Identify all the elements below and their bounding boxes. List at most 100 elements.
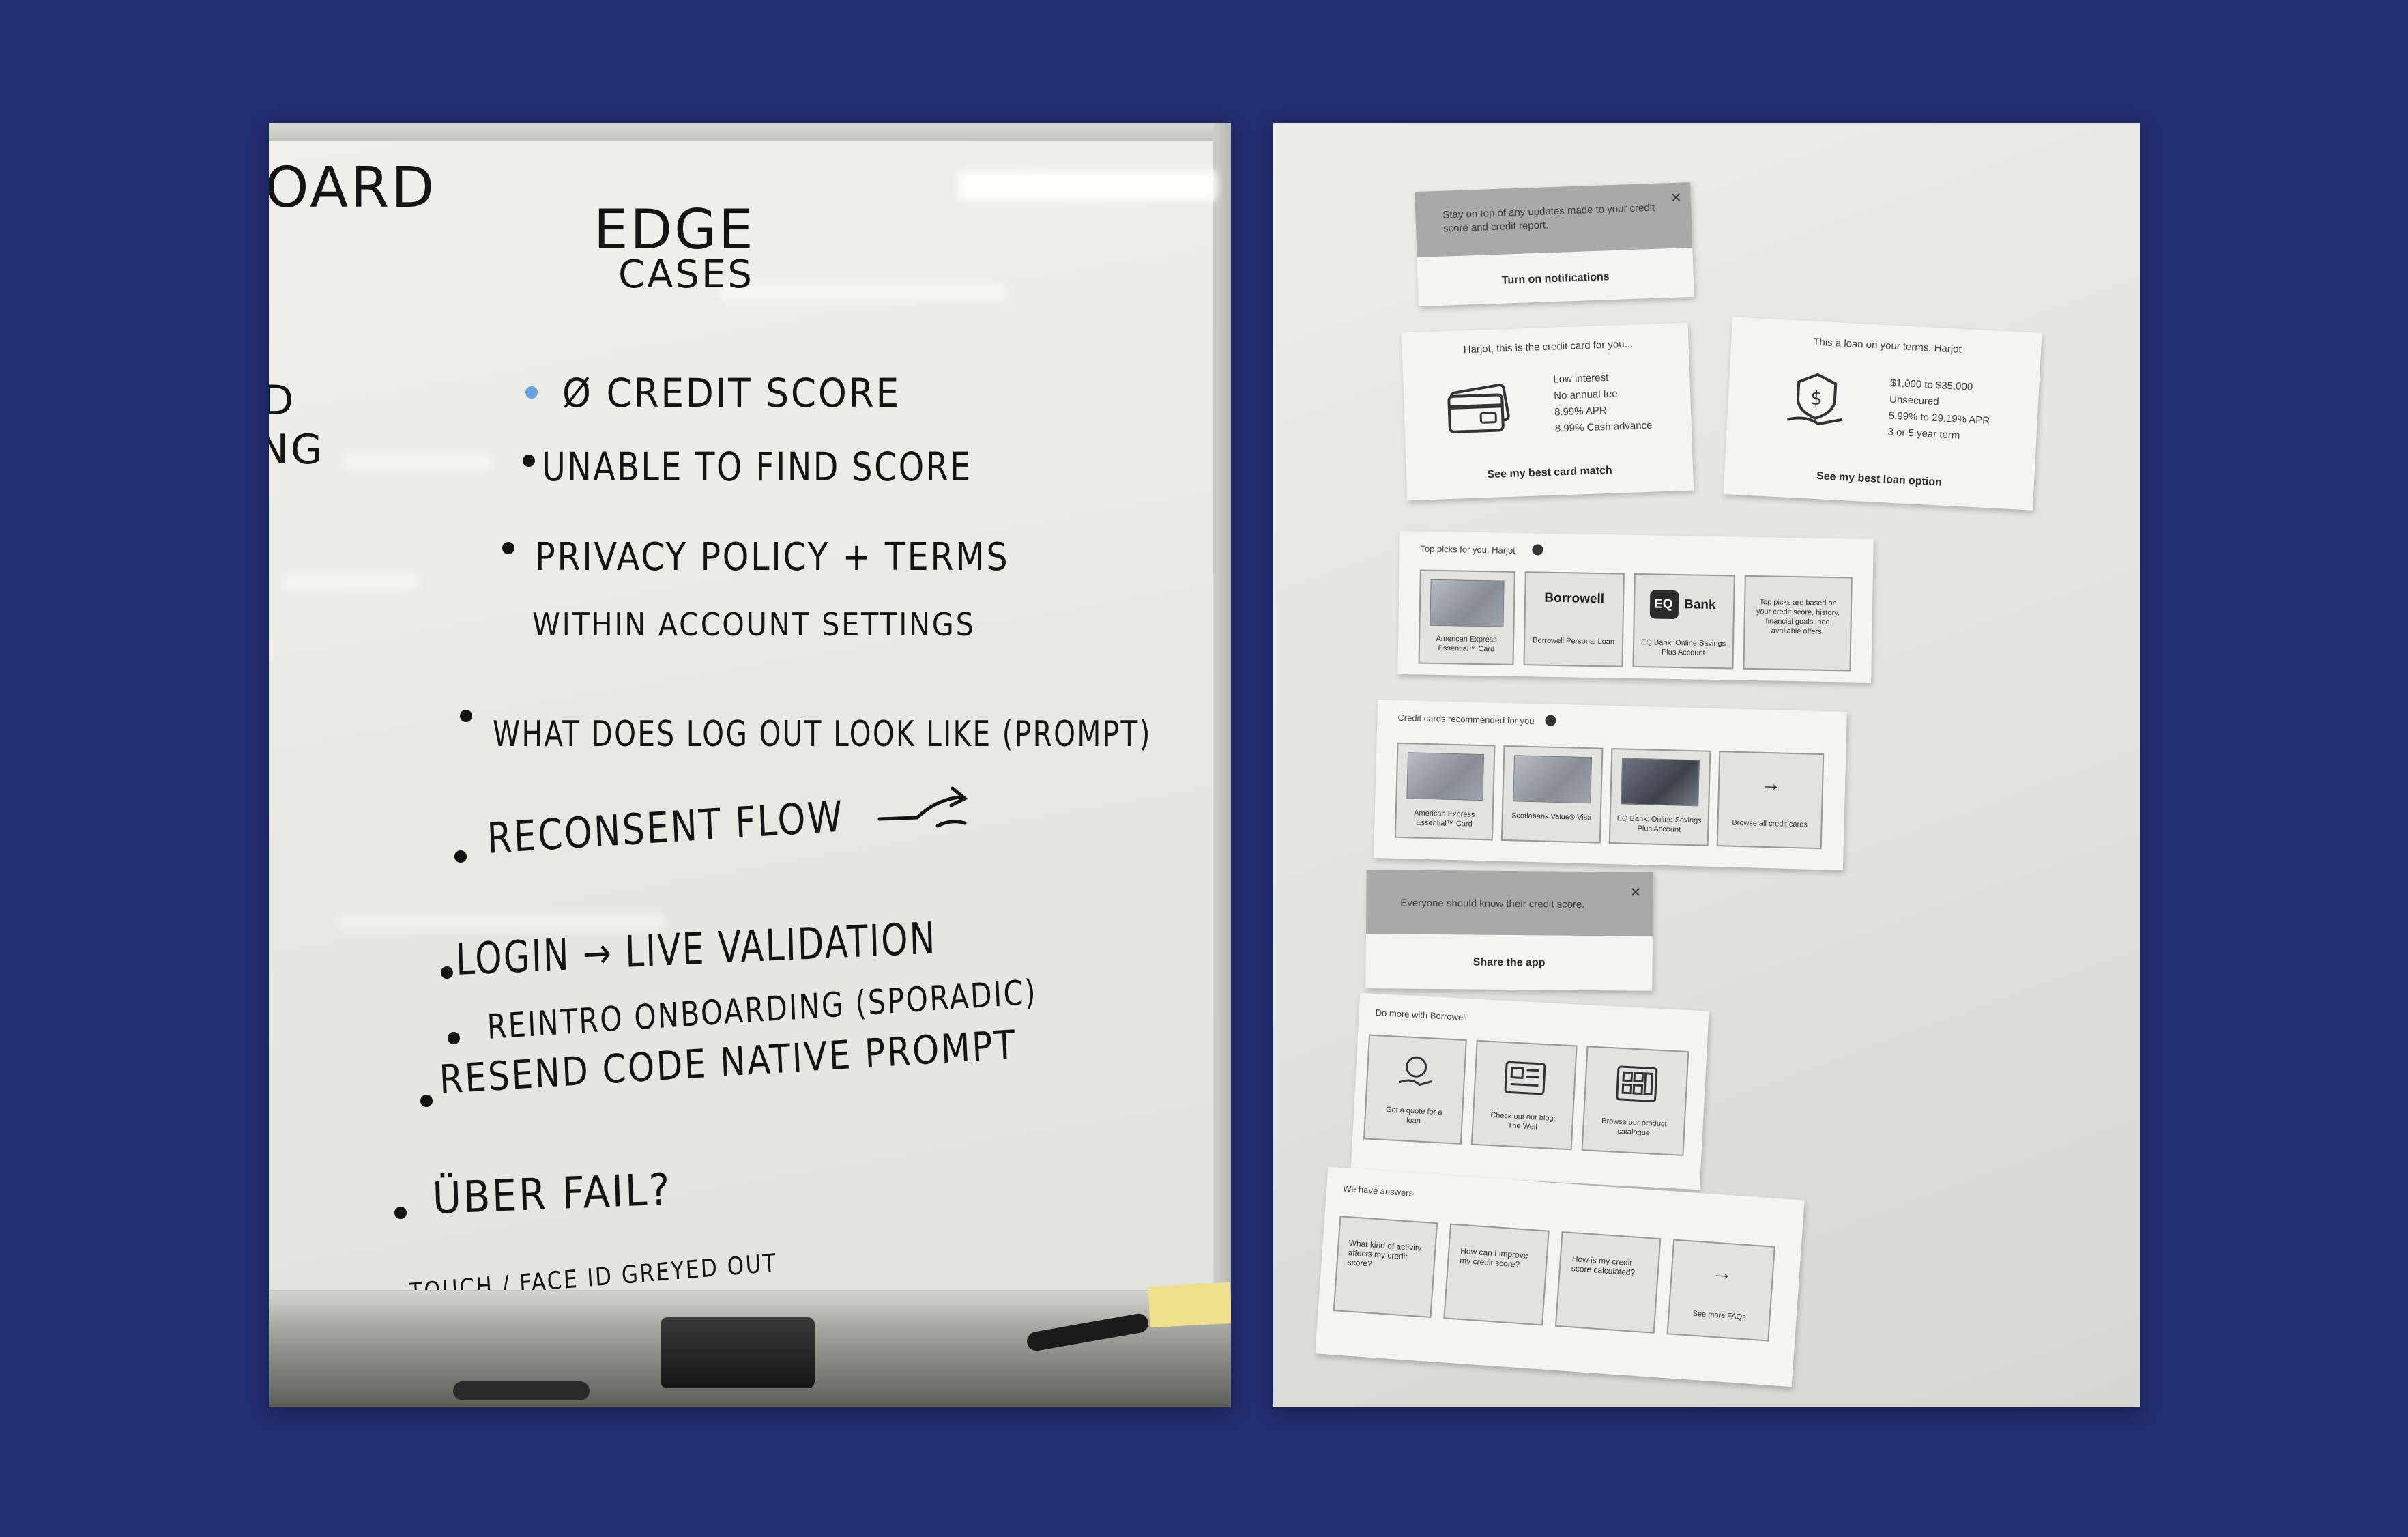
see-best-card-match-button[interactable]: See my best card match [1487, 464, 1612, 481]
catalogue-icon [1616, 1065, 1658, 1102]
whiteboard-frame-right [1213, 123, 1231, 1407]
tile-caption: Get a quote for a loan [1385, 1106, 1442, 1125]
whiteboard-frame-top [269, 123, 1231, 141]
edge-case-item: RECONSENT FLOW [486, 791, 845, 863]
bullet-dot [525, 386, 538, 399]
feature-item: $1,000 to $35,000 [1889, 377, 1973, 393]
tile-caption: Check out our blog: The Well [1490, 1111, 1556, 1132]
arrow-right-icon: → [1760, 772, 1782, 796]
light-glare [282, 573, 419, 590]
top-pick-tile: Top picks are based on your credit score… [1743, 575, 1853, 672]
loan-offer-card: This a loan on your terms, Harjot $ $1,0… [1723, 317, 2042, 511]
tile-caption: Top picks are based on your credit score… [1756, 598, 1840, 636]
tile-caption: Browse our product catalogue [1601, 1117, 1667, 1138]
light-glare [719, 284, 1006, 300]
title-cases: CASES [618, 253, 754, 297]
bullet-dot [441, 966, 453, 979]
faq-tile[interactable]: How is my credit score calculated? [1554, 1231, 1662, 1334]
credit-card-icon [1447, 384, 1510, 433]
bullet-dot [502, 542, 514, 554]
feature-item: 3 or 5 year term [1887, 426, 1960, 442]
whiteboard-eraser [661, 1317, 815, 1388]
tile-caption: EQ Bank: Online Savings Plus Account [1640, 638, 1726, 657]
recommended-card-tile[interactable]: EQ Bank: Online Savings Plus Account [1608, 748, 1711, 846]
eq-logo-text: EQ [1653, 597, 1673, 612]
recommended-card-tile[interactable]: American Express Essential™ Card [1394, 742, 1496, 841]
feature-item: 8.99% APR [1554, 404, 1608, 418]
light-glare [958, 171, 1217, 201]
credit-card-offer-card: Harjot, this is the credit card for you.… [1401, 322, 1694, 501]
recommended-cards-strip: Credit cards recommended for you America… [1374, 700, 1847, 870]
tile-caption: What kind of activity affects my credit … [1347, 1238, 1422, 1269]
tile-caption: American Express Essential™ Card [1414, 809, 1475, 829]
card-image [1430, 579, 1505, 627]
feature-item: Low interest [1553, 371, 1609, 386]
tile-caption: Borrowell Personal Loan [1533, 636, 1615, 646]
bullet-dot [394, 1207, 407, 1219]
faq-heading: We have answers [1342, 1183, 1414, 1198]
feature-item: Unsecured [1889, 393, 1940, 408]
loan-quote-icon [1398, 1056, 1432, 1087]
whiteboard-photo: OARD EDGE CASES D NG Ø CREDIT SCORE UNAB… [269, 123, 1231, 1407]
credit-card-offer-heading: Harjot, this is the credit card for you.… [1463, 338, 1634, 356]
top-pick-tile[interactable]: Borrowell Borrowell Personal Loan [1523, 571, 1625, 667]
card-image [1406, 752, 1485, 801]
recommended-cards-heading: Credit cards recommended for you [1397, 712, 1535, 727]
faq-tile[interactable]: What kind of activity affects my credit … [1333, 1216, 1438, 1318]
do-more-tile[interactable]: Get a quote for a loan [1363, 1034, 1467, 1145]
info-icon[interactable] [1545, 715, 1556, 726]
loan-offer-heading: This a loan on your terms, Harjot [1812, 336, 1962, 356]
close-icon[interactable]: × [1670, 186, 1682, 207]
do-more-tile[interactable]: Check out our blog: The Well [1470, 1039, 1578, 1151]
edge-case-item: ÜBER FAIL? [431, 1164, 673, 1224]
recommended-card-tile[interactable]: Scotiabank Value® Visa [1500, 745, 1604, 844]
faq-tile[interactable]: How can I improve my credit score? [1443, 1223, 1550, 1326]
top-picks-heading: Top picks for you, Harjot [1420, 543, 1515, 556]
tile-caption: Browse all credit cards [1732, 818, 1808, 829]
share-app-card: Everyone should know their credit score.… [1365, 870, 1653, 991]
edge-case-item: PRIVACY POLICY + TERMS [535, 535, 1010, 579]
do-more-strip: Do more with Borrowell Get a quote for a… [1350, 992, 1709, 1190]
tile-caption: See more FAQs [1692, 1309, 1747, 1322]
bullet-dot [523, 455, 535, 467]
share-message: Everyone should know their credit score. [1400, 897, 1585, 910]
card-image [1621, 758, 1700, 807]
edge-case-item: WITHIN ACCOUNT SETTINGS [532, 606, 976, 643]
top-pick-tile[interactable]: EQ Bank EQ Bank: Online Savings Plus Acc… [1632, 573, 1735, 670]
top-pick-tile[interactable]: American Express Essential™ Card [1418, 569, 1515, 665]
tile-caption: American Express Essential™ Card [1436, 634, 1497, 654]
left-fragment-ng: NG [269, 426, 325, 474]
light-glare [344, 455, 494, 468]
marker-pen [453, 1381, 590, 1400]
money-hand-icon: $ [1786, 373, 1842, 426]
share-app-button[interactable]: Share the app [1473, 956, 1546, 969]
bullet-dot [448, 1032, 460, 1044]
squiggle-arrow-icon [877, 786, 968, 828]
close-icon[interactable]: × [1630, 881, 1641, 902]
do-more-heading: Do more with Borrowell [1375, 1007, 1468, 1023]
tile-caption: EQ Bank: Online Savings Plus Account [1616, 814, 1702, 834]
tile-caption: How is my credit score calculated? [1571, 1254, 1636, 1278]
see-best-loan-option-button[interactable]: See my best loan option [1816, 470, 1943, 489]
info-icon[interactable] [1532, 544, 1543, 556]
arrow-right-icon: → [1711, 1261, 1734, 1285]
see-more-faqs-tile[interactable]: → See more FAQs [1666, 1239, 1775, 1342]
do-more-tile[interactable]: Browse our product catalogue [1581, 1046, 1689, 1156]
tile-caption: How can I improve my credit score? [1459, 1246, 1528, 1269]
card-image [1513, 755, 1593, 804]
edge-case-item: WHAT DOES LOG OUT LOOK LIKE (PROMPT) [493, 714, 1152, 755]
heading-fragment: OARD [269, 156, 437, 220]
bullet-dot [460, 710, 472, 722]
turn-on-notifications-button[interactable]: Turn on notifications [1501, 271, 1610, 287]
feature-item: 8.99% Cash advance [1554, 419, 1653, 435]
bullet-dot [420, 1095, 433, 1107]
edge-case-item: UNABLE TO FIND SCORE [542, 444, 972, 490]
browse-all-cards-tile[interactable]: → Browse all credit cards [1716, 751, 1825, 850]
bank-logo-text: Bank [1683, 597, 1716, 613]
light-glare [337, 915, 665, 930]
bullet-dot [454, 850, 467, 863]
feature-item: 5.99% to 29.19% APR [1888, 410, 1990, 427]
edge-case-item: Ø CREDIT SCORE [562, 370, 901, 416]
title-edge: EDGE [594, 198, 755, 261]
notifications-card: Stay on top of any updates made to your … [1415, 182, 1694, 306]
